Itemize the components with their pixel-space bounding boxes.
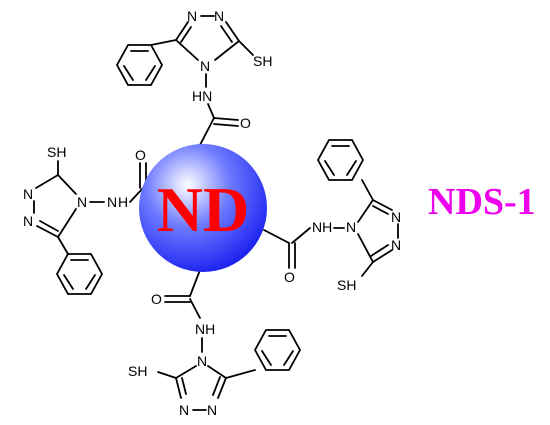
top-n2: N bbox=[214, 8, 224, 24]
top-o: O bbox=[240, 115, 251, 131]
left-n1: N bbox=[23, 186, 33, 202]
nanodiamond-core: ND bbox=[139, 144, 267, 272]
left-nh-h: H bbox=[118, 194, 128, 210]
left-phenyl-ring bbox=[55, 253, 104, 295]
top-sh: SH bbox=[253, 53, 272, 69]
compound-label: NDS-1 bbox=[428, 181, 536, 223]
right-sh: SH bbox=[337, 277, 356, 293]
bottom-n1: N bbox=[179, 402, 189, 418]
bottom-phenyl-ring bbox=[253, 329, 302, 371]
left-n4: N bbox=[77, 194, 87, 210]
left-sh: SH bbox=[47, 144, 66, 160]
bottom-n4: N bbox=[197, 353, 207, 369]
top-hn: HN bbox=[192, 88, 212, 104]
core-sphere bbox=[139, 144, 267, 272]
top-n1: N bbox=[187, 8, 197, 24]
right-n1: N bbox=[391, 209, 401, 225]
bottom-o: O bbox=[151, 291, 162, 307]
right-phenyl-ring bbox=[316, 139, 365, 181]
left-o: O bbox=[135, 147, 146, 163]
right-n2: N bbox=[391, 237, 401, 253]
bottom-n2: N bbox=[207, 402, 217, 418]
core-label: ND bbox=[157, 174, 249, 245]
left-arm: SH N N N N H O bbox=[23, 144, 161, 295]
bottom-arm: O NH N N N SH bbox=[128, 269, 302, 418]
left-n2: N bbox=[23, 213, 33, 229]
left-nh: N bbox=[107, 194, 117, 210]
bottom-sh: SH bbox=[128, 363, 147, 379]
right-o: O bbox=[284, 269, 295, 285]
top-n4: N bbox=[200, 58, 210, 74]
bottom-nh: NH bbox=[195, 321, 215, 337]
top-arm: N N N SH HN O bbox=[115, 8, 272, 146]
right-nh: NH bbox=[312, 219, 332, 235]
right-n4: N bbox=[346, 219, 356, 235]
right-arm: O NH N N N SH bbox=[263, 139, 401, 293]
